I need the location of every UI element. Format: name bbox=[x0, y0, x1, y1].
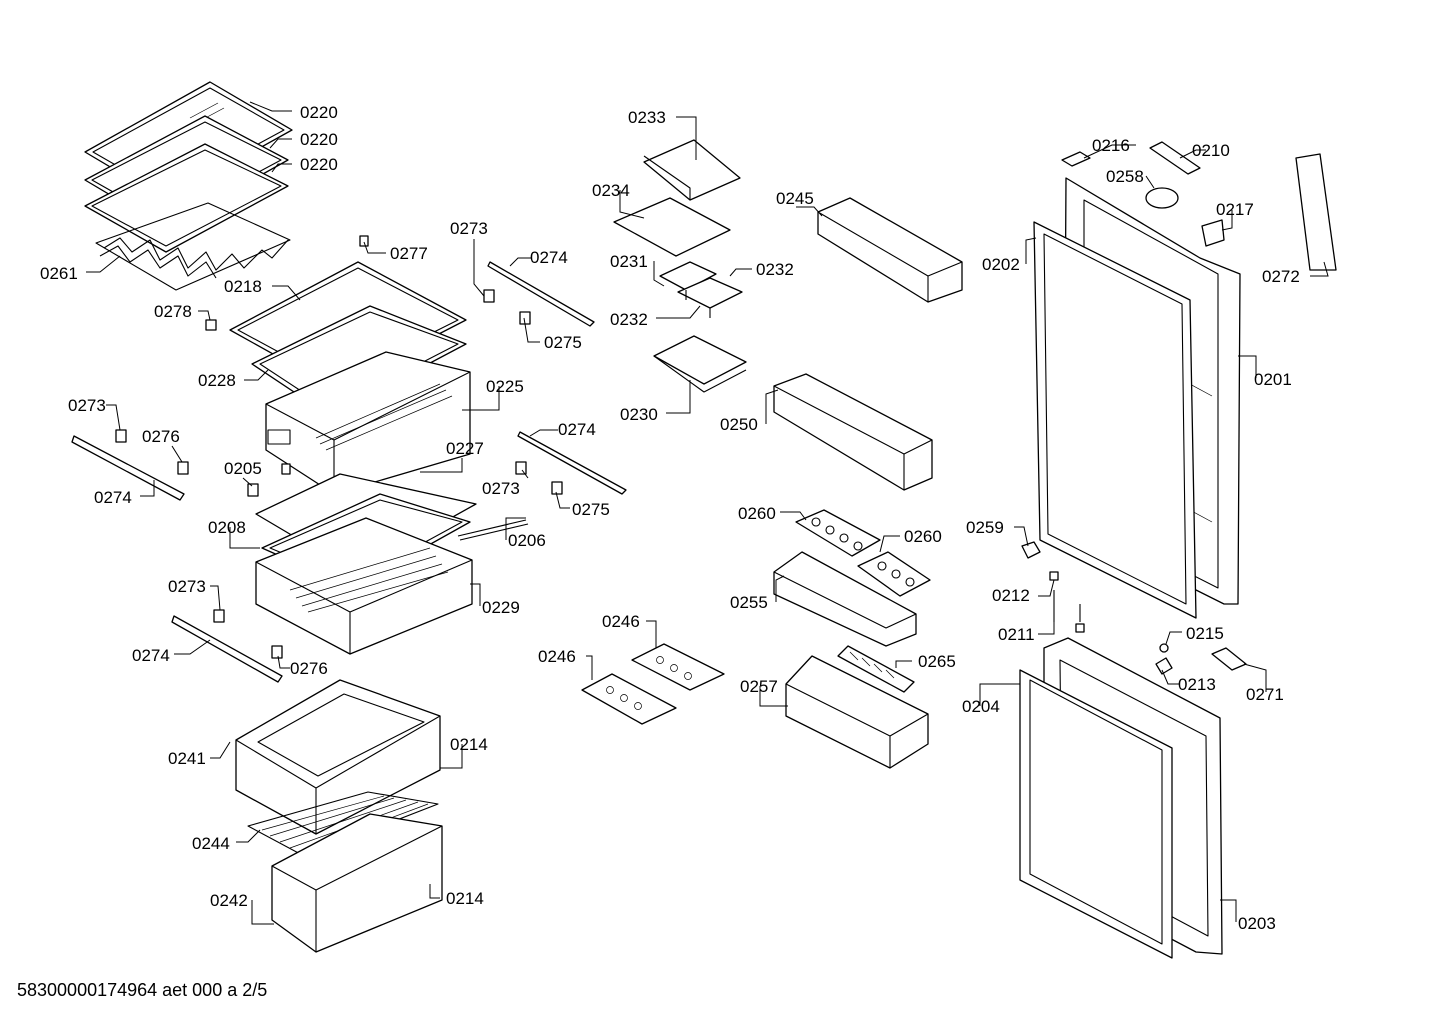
label-0213: 0213 bbox=[1178, 675, 1216, 694]
hinge-and-fittings bbox=[1021, 141, 1337, 675]
label-0206: 0206 bbox=[508, 531, 546, 550]
label-0232-b: 0232 bbox=[610, 310, 648, 329]
label-0273-b: 0273 bbox=[68, 396, 106, 415]
label-0220-top: 0220 bbox=[300, 103, 338, 122]
label-0260-a: 0260 bbox=[738, 504, 776, 523]
label-0205: 0205 bbox=[224, 459, 262, 478]
leader-lines bbox=[86, 101, 1329, 925]
label-0272: 0272 bbox=[1262, 267, 1300, 286]
label-0274-b: 0274 bbox=[94, 488, 132, 507]
door-shelf-4 bbox=[785, 655, 929, 769]
dish-lid bbox=[613, 197, 731, 257]
label-0255: 0255 bbox=[730, 593, 768, 612]
door-shelf-2 bbox=[773, 373, 933, 491]
label-0273-c: 0273 bbox=[482, 479, 520, 498]
label-0217: 0217 bbox=[1216, 200, 1254, 219]
label-0227: 0227 bbox=[446, 439, 484, 458]
label-0215: 0215 bbox=[1186, 624, 1224, 643]
label-0214-upper: 0214 bbox=[450, 735, 488, 754]
chiller-drawer bbox=[265, 351, 471, 495]
label-0228: 0228 bbox=[198, 371, 236, 390]
label-0274-d: 0274 bbox=[132, 646, 170, 665]
label-0208: 0208 bbox=[208, 518, 246, 537]
label-0220-lower: 0220 bbox=[300, 155, 338, 174]
label-0234: 0234 bbox=[592, 181, 630, 200]
door-shelf-3 bbox=[773, 551, 917, 647]
label-0244: 0244 bbox=[192, 834, 230, 853]
label-0212: 0212 bbox=[992, 586, 1030, 605]
door-shelf-1 bbox=[817, 197, 963, 303]
egg-tray-dividers bbox=[659, 261, 743, 318]
label-0259: 0259 bbox=[966, 518, 1004, 537]
glass-shelf-lower bbox=[84, 143, 289, 253]
label-0232-a: 0232 bbox=[756, 260, 794, 279]
document-code: 58300000174964 aet 000 a 2/5 bbox=[17, 980, 268, 1000]
label-0242: 0242 bbox=[210, 891, 248, 910]
ice-cube-tray-1 bbox=[631, 643, 725, 691]
egg-insert-2 bbox=[857, 551, 931, 597]
label-0278: 0278 bbox=[154, 302, 192, 321]
label-0275-b: 0275 bbox=[572, 500, 610, 519]
rails-left bbox=[71, 235, 627, 683]
label-0225: 0225 bbox=[486, 377, 524, 396]
label-0216: 0216 bbox=[1092, 136, 1130, 155]
small-tray bbox=[653, 335, 747, 393]
label-0203: 0203 bbox=[1238, 914, 1276, 933]
label-0214-lower: 0214 bbox=[446, 889, 484, 908]
label-0202: 0202 bbox=[982, 255, 1020, 274]
label-0261: 0261 bbox=[40, 264, 78, 283]
label-0210: 0210 bbox=[1192, 141, 1230, 160]
label-0245: 0245 bbox=[776, 189, 814, 208]
ice-cube-tray-2 bbox=[581, 673, 677, 725]
egg-insert-1 bbox=[795, 509, 881, 557]
label-0246-b: 0246 bbox=[538, 647, 576, 666]
label-0271: 0271 bbox=[1246, 685, 1284, 704]
label-0257: 0257 bbox=[740, 677, 778, 696]
label-0265: 0265 bbox=[918, 652, 956, 671]
label-0277: 0277 bbox=[390, 244, 428, 263]
label-0218: 0218 bbox=[224, 277, 262, 296]
butter-dish bbox=[643, 139, 741, 201]
label-0276-a: 0276 bbox=[142, 427, 180, 446]
freezer-door-gasket bbox=[1019, 669, 1173, 959]
label-0258: 0258 bbox=[1106, 167, 1144, 186]
wire-bottle-rack bbox=[95, 202, 291, 291]
label-0201: 0201 bbox=[1254, 370, 1292, 389]
label-0204: 0204 bbox=[962, 697, 1000, 716]
label-0274-a: 0274 bbox=[530, 248, 568, 267]
label-0250: 0250 bbox=[720, 415, 758, 434]
label-0231: 0231 bbox=[610, 252, 648, 271]
label-0276-b: 0276 bbox=[290, 659, 328, 678]
label-0229: 0229 bbox=[482, 598, 520, 617]
label-0241: 0241 bbox=[168, 749, 206, 768]
label-0275-a: 0275 bbox=[544, 333, 582, 352]
label-0273-d: 0273 bbox=[168, 577, 206, 596]
label-0273-a: 0273 bbox=[450, 219, 488, 238]
bottle-divider bbox=[837, 645, 915, 693]
freezer-drawer-lower bbox=[271, 813, 443, 953]
label-0230: 0230 bbox=[620, 405, 658, 424]
label-0220-middle: 0220 bbox=[300, 130, 338, 149]
part-labels: 0220 0220 0220 0261 0277 0218 0278 0228 … bbox=[40, 103, 1300, 933]
label-0246-a: 0246 bbox=[602, 612, 640, 631]
label-0211: 0211 bbox=[998, 625, 1035, 644]
fridge-door-gasket bbox=[1033, 221, 1197, 619]
side-rod bbox=[457, 519, 529, 541]
label-0274-c: 0274 bbox=[558, 420, 596, 439]
label-0233: 0233 bbox=[628, 108, 666, 127]
crisper-drawer-upper bbox=[255, 517, 473, 655]
label-0260-b: 0260 bbox=[904, 527, 942, 546]
